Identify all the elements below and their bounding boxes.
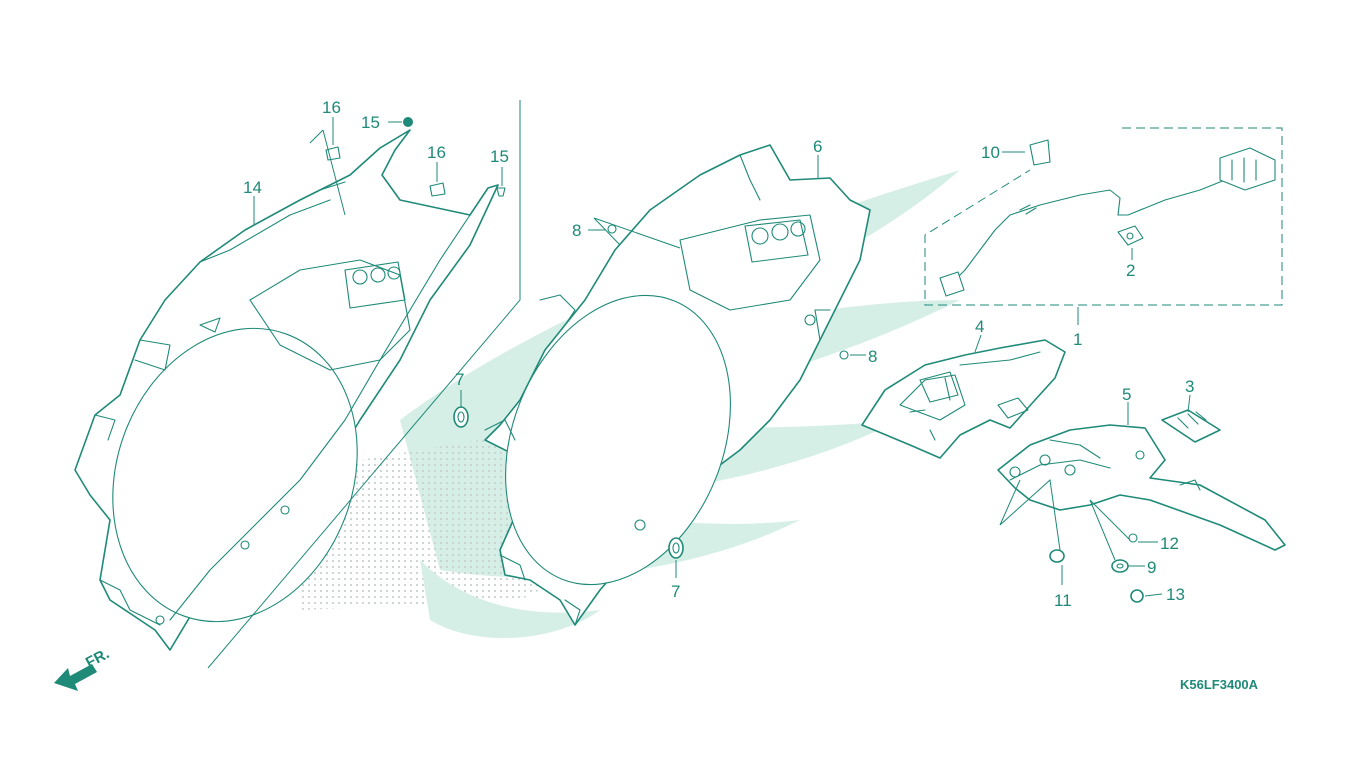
diagram-code: K56LF3400A [1180,677,1259,692]
part-6-rear-fender-inner [484,144,871,626]
callout-16-right: 16 [427,143,446,162]
part-8-screw [607,224,849,360]
leader-lines [253,117,1191,597]
part-5-license-bracket [997,424,1286,551]
callout-2: 2 [1126,261,1135,280]
section-divider [207,100,521,669]
part-15-nut [403,117,506,197]
part-2-clamp [1117,225,1144,246]
callout-9: 9 [1147,558,1156,577]
part-7-grommet [453,406,684,559]
callout-12: 12 [1160,534,1179,553]
callout-7-upper: 7 [455,370,464,389]
callout-11: 11 [1054,591,1072,610]
callout-13: 13 [1166,585,1185,604]
callout-7-lower: 7 [671,582,680,601]
callout-6: 6 [813,137,822,156]
part-14-rear-cowl [74,129,499,651]
callout-10: 10 [981,143,1000,162]
callout-16-left: 16 [322,98,341,117]
callout-1: 1 [1073,330,1082,349]
arrow-left-down-icon [54,664,97,691]
callout-15-left: 15 [361,113,380,132]
front-direction-arrow: FR. [54,645,112,691]
callout-5: 5 [1122,385,1131,404]
part-10-clip [1029,139,1051,166]
part-13-bolt [1130,589,1144,603]
callout-14: 14 [243,178,262,197]
callout-labels: 16 15 16 15 14 7 8 6 8 7 10 2 1 4 5 3 12… [243,98,1194,610]
part-9-washer [1111,559,1129,573]
part-3-seal-plate [1161,409,1221,443]
callout-15-right: 15 [490,147,509,166]
callout-4: 4 [975,317,984,336]
part-11-nut [1049,549,1065,563]
part-1-license-light-harness [924,127,1283,306]
part-12-screw [1128,533,1138,543]
callout-8-lower: 8 [868,347,877,366]
callout-8-upper: 8 [572,221,581,240]
callout-3: 3 [1185,377,1194,396]
part-4-rear-fender-tip [861,339,1066,459]
